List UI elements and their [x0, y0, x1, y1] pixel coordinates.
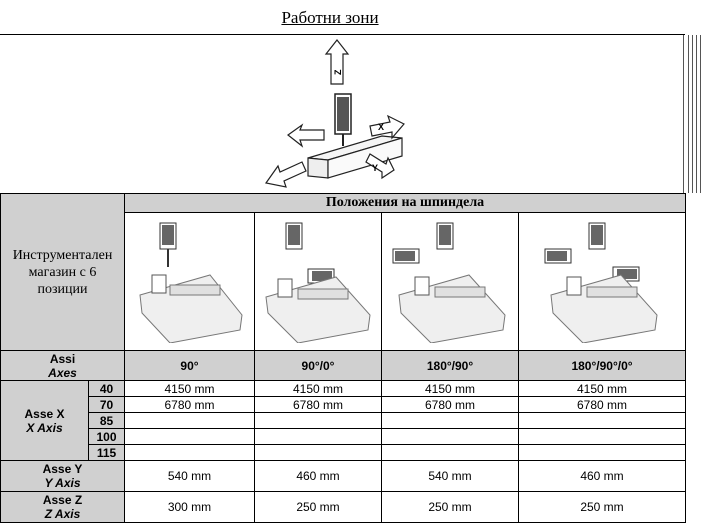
margin-bars [683, 35, 703, 193]
z-axis-label-cell: Asse Z Z Axis [0, 491, 125, 523]
y-arrow-left-icon [264, 161, 307, 188]
position-90: 90° [124, 350, 255, 381]
x-value [124, 412, 255, 429]
y-axis-name-en: Y Axis [44, 476, 81, 490]
z-axis-label: Z [333, 69, 343, 75]
x-value [381, 428, 519, 445]
x-row-40: Asse X X Axis 40 4150 mm 4150 mm 4150 mm… [0, 380, 687, 461]
magazine-cell: Инструментален магазин с 6 позиции [0, 193, 125, 351]
x-size: 115 [88, 444, 125, 461]
axes-row: Assi Axes 90° 90°/0° 180°/90° 180°/90°/0… [0, 350, 687, 381]
x-size: 40 [88, 380, 125, 397]
y-value: 540 mm [381, 460, 519, 492]
x-axis-label: X [378, 122, 384, 132]
x-arrow-right-icon [369, 114, 405, 140]
y-axis-row: Asse Y Y Axis 540 mm 460 mm 540 mm 460 m… [0, 460, 687, 492]
position-90-0: 90°/0° [254, 350, 382, 381]
magazine-line-2: магазин с 6 [28, 264, 97, 280]
x-value [517, 444, 687, 461]
x-size: 70 [88, 396, 125, 413]
x-size: 100 [88, 428, 125, 445]
x-value [254, 428, 382, 445]
x-value: 6780 mm [517, 396, 687, 413]
x-row-100: 100 [1, 428, 687, 445]
x-value [517, 412, 687, 429]
machine-180-90-0-illustration [544, 222, 658, 344]
x-row-70: 70 6780 mm 6780 mm 6780 mm 6780 mm [1, 396, 687, 413]
machine-image-90-0 [254, 212, 382, 351]
image-row [1, 212, 687, 351]
machine-image-180-90 [381, 212, 519, 351]
machine-image-90 [124, 212, 255, 351]
z-axis-name: Asse Z [42, 493, 83, 507]
x-arrow-left-icon [286, 123, 325, 148]
y-value: 460 mm [254, 460, 382, 492]
x-value: 4150 mm [517, 380, 687, 397]
header-row: Инструментален магазин с 6 позиции Полож… [0, 193, 687, 351]
spindle-positions-table: Инструментален магазин с 6 позиции Полож… [0, 193, 687, 523]
x-value [254, 444, 382, 461]
y-axis-label-cell: Asse Y Y Axis [0, 460, 125, 492]
x-value: 4150 mm [381, 380, 519, 397]
machine-image-180-90-0 [517, 212, 687, 351]
x-value: 4150 mm [254, 380, 382, 397]
x-value: 6780 mm [124, 396, 255, 413]
x-axis-name-en: X Axis [26, 420, 63, 435]
x-value [381, 444, 519, 461]
y-arrow-right-icon [365, 153, 395, 180]
y-axis-label: Y [372, 163, 378, 173]
x-value [124, 444, 255, 461]
z-value: 300 mm [124, 491, 255, 523]
magazine-line-1: Инструментален [12, 247, 113, 263]
axes-label-cell: Assi Axes [0, 350, 125, 381]
x-value [517, 428, 687, 445]
x-value [254, 412, 382, 429]
x-value [381, 412, 519, 429]
x-row-85: 85 [1, 412, 687, 429]
page-title: Работни зони [281, 8, 379, 27]
top-rule [0, 34, 685, 35]
z-value: 250 mm [381, 491, 519, 523]
z-axis-row: Asse Z Z Axis 300 mm 250 mm 250 mm 250 m… [0, 491, 687, 523]
x-value: 4150 mm [124, 380, 255, 397]
x-size: 85 [88, 412, 125, 429]
x-value [124, 428, 255, 445]
position-180-90: 180°/90° [381, 350, 519, 381]
x-row-115: 115 [1, 444, 687, 461]
machine-90-0-illustration [265, 222, 371, 344]
spindle-positions-header: Положения на шпиндела [123, 193, 687, 213]
x-axis-label-cell: Asse X X Axis [0, 380, 89, 461]
position-180-90-0: 180°/90°/0° [517, 350, 687, 381]
x-value: 6780 mm [381, 396, 519, 413]
z-axis-name-en: Z Axis [44, 507, 81, 521]
machine-90-illustration [138, 222, 243, 344]
y-value: 540 mm [124, 460, 255, 492]
y-axis-name: Asse Y [42, 462, 83, 476]
x-value: 6780 mm [254, 396, 382, 413]
z-value: 250 mm [254, 491, 382, 523]
x-axis-name: Asse X [24, 406, 65, 421]
axes-diagram: Z X Y [264, 39, 405, 188]
axes-label: Assi [49, 351, 76, 366]
magazine-line-3: позиции [37, 281, 88, 297]
y-value: 460 mm [517, 460, 687, 492]
axes-label-en: Axes [48, 365, 77, 380]
machine-180-90-illustration [392, 222, 506, 344]
z-value: 250 mm [517, 491, 687, 523]
z-arrow-icon [324, 39, 350, 85]
